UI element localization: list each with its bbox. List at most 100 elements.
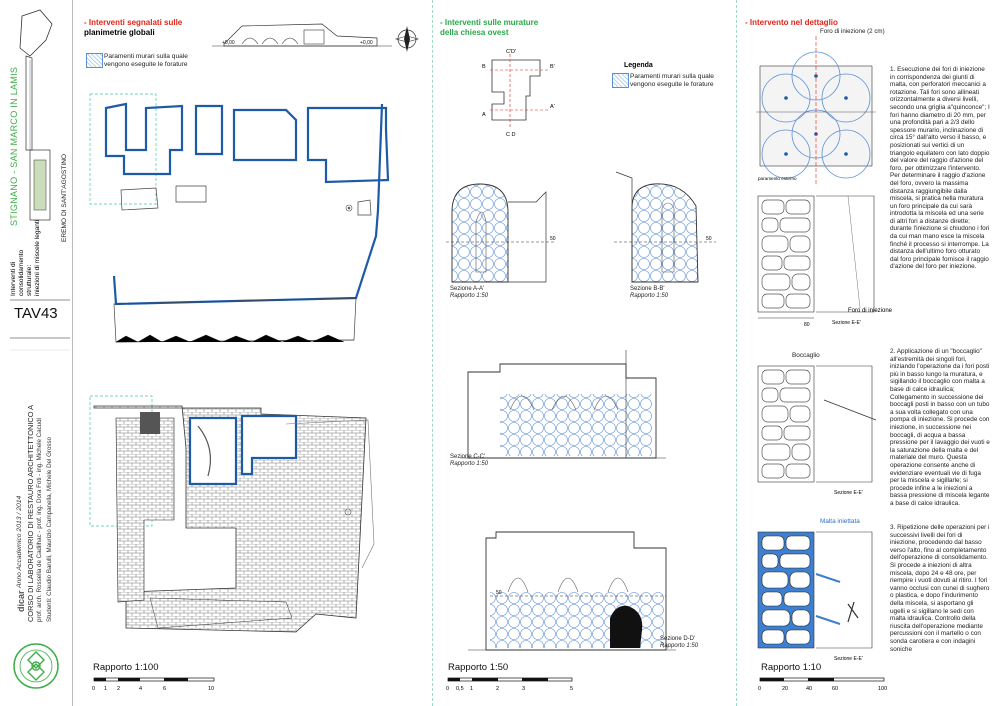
key-b: B (482, 64, 486, 70)
p3-tick-4: 100 (878, 686, 887, 692)
p1-tick-4: 6 (163, 686, 166, 692)
section-key-plan: C'D' B' B A' A C D (482, 49, 555, 138)
academic-year: Anno Accademico 2013 / 2014 (16, 495, 23, 588)
detail-wall-injected: Sezione E-E' (757, 531, 873, 662)
plan-bottom (89, 395, 375, 633)
sidebar-graphics (10, 9, 70, 689)
divider-1 (432, 0, 433, 706)
elev-label-left: +0,00 (222, 40, 235, 46)
p1-tick-3: 4 (139, 686, 142, 692)
caption-section-c: Sezione C-C' Rapporto 1:50 (450, 454, 488, 468)
course-name: CORSO DI LABORATORIO DI RESTAURO ARCHITE… (26, 404, 35, 622)
site-elevation-sketch: +0,00 +0,00 (212, 23, 392, 47)
sheet-code: TAV43 (14, 305, 58, 322)
p3-tick-2: 40 (806, 686, 812, 692)
panel2-legend-swatch (612, 73, 629, 88)
panel2-title: - Interventi sulle murature della chiesa… (440, 18, 538, 38)
panel2-legend-line2: vengono eseguite le forature (630, 80, 714, 88)
key-c-d: C D (506, 132, 516, 138)
section-b-name: Sezione B-B' (630, 286, 665, 292)
note-step-3: 3. Ripetizione delle operazioni per i su… (890, 524, 990, 653)
detail-section-label-2: Sezione E-E' (834, 490, 863, 496)
panel2-scalebar: 0 0,5 1 2 3 5 (446, 677, 573, 692)
key-a-prime: A' (550, 104, 555, 110)
boccaglio-label: Boccaglio (792, 352, 820, 359)
panel2-title-line1: - Interventi sulle murature (440, 18, 539, 27)
divider-2 (736, 0, 737, 706)
section-a-name: Sezione A-A' (450, 286, 485, 292)
panel3-title: - Intervento nel dettaglio (745, 18, 838, 27)
intervention-line-4: iniezioni di miscele leganti (34, 219, 41, 296)
p3-tick-3: 60 (832, 686, 838, 692)
paramento-label-1: paramento esterno (758, 176, 797, 181)
p1-tick-1: 1 (104, 686, 107, 692)
legend-hatch-swatch (86, 53, 103, 68)
panel1-legend-line1: Paramenti murari sulla quale (104, 53, 188, 60)
p2-tick-3: 2 (496, 686, 499, 692)
dicar-logo: dicar (16, 590, 26, 612)
malta-label: Malta iniettata (820, 518, 860, 525)
key-a: A (482, 112, 486, 118)
students: Studenti: Claudio Barulli, Maurizio Camp… (46, 436, 53, 622)
hole-label-2: Foro di iniezione (848, 308, 893, 314)
section-c-scale: Rapporto 1:50 (450, 461, 489, 467)
detail-dim-1: 80 (804, 322, 810, 328)
detail-injection-grid: paramento esterno (756, 36, 876, 184)
detail-section-label-3: Sezione E-E' (834, 656, 863, 662)
sections-a-b: 50 50 (446, 171, 716, 283)
professors: prof. arch. Rossella de Cadilhac - prof.… (36, 418, 43, 622)
panel2-title-line2: della chiesa ovest (440, 28, 509, 37)
detail-wall-section-1: 80 Sezione E-E' Foro di iniezione (757, 195, 893, 328)
panel3-scale: Rapporto 1:10 (761, 662, 822, 673)
p3-tick-0: 0 (758, 686, 761, 692)
site-name: EREMO DI SANT'AGOSTINO (61, 153, 68, 242)
caption-section-d: Sezione D-D' Rapporto 1:50 (660, 636, 698, 650)
p1-tick-0: 0 (92, 686, 95, 692)
sidebar-divider (72, 0, 73, 706)
location-title: STIGNANO - SAN MARCO IN LAMIS (9, 66, 19, 226)
plan-top-zoom-frame (89, 93, 157, 205)
intervention-line-2: consolidamento (18, 249, 25, 296)
section-c-name: Sezione C-C' (450, 454, 486, 460)
dim-label-b: 50 (706, 236, 712, 242)
section-b-scale: Rapporto 1:50 (630, 293, 669, 299)
section-a-scale: Rapporto 1:50 (450, 293, 489, 299)
panel1-title: - Interventi segnalati sulle planimetrie… (84, 18, 182, 38)
panel1-scale: Rapporto 1:100 (93, 662, 159, 673)
panel1-legend-line2: vengono eseguite le forature (104, 60, 188, 68)
panel2-legend-title: Legenda (624, 62, 653, 69)
panel3-scalebar: 0 20 40 60 100 (758, 677, 887, 692)
p2-tick-2: 1 (470, 686, 473, 692)
note-step-1: 1. Esecuzione dei fori di iniezione in c… (890, 66, 990, 271)
panel1-scalebar: 0 1 2 4 6 10 (92, 677, 215, 692)
north-compass-icon (394, 26, 420, 52)
dim-label-a: 50 (550, 236, 556, 242)
dim-label-d: 50 (496, 590, 502, 596)
panel1-legend-text: Paramenti murari sulla quale vengono ese… (104, 53, 188, 68)
intervention-line-3: strutturale: (26, 264, 33, 296)
key-c-d-prime: C'D' (506, 49, 516, 55)
caption-section-a: Sezione A-A' Rapporto 1:50 (450, 286, 488, 300)
p1-tick-5: 10 (208, 686, 214, 692)
plan-top (89, 93, 390, 343)
key-b-prime: B' (550, 64, 555, 70)
p2-tick-0: 0 (446, 686, 449, 692)
panel2-scale: Rapporto 1:50 (448, 662, 509, 673)
panel2-legend-line1: Paramenti murari sulla quale (630, 73, 714, 80)
detail-section-label-1: Sezione E-E' (832, 320, 861, 326)
hole-label: Foro di iniezione (2 cm) (820, 28, 885, 35)
p2-tick-5: 5 (570, 686, 573, 692)
note-step-2: 2. Applicazione di un "boccaglio" all'es… (890, 348, 990, 507)
elev-label-right: +0,00 (360, 40, 373, 46)
detail-wall-section-2: Sezione E-E' (757, 365, 877, 496)
panel2-legend-text: Paramenti murari sulla quale vengono ese… (630, 73, 714, 88)
section-d: 50 (468, 531, 676, 651)
panel1-title-line1: - Interventi segnalati sulle (84, 18, 183, 27)
caption-section-b: Sezione B-B' Rapporto 1:50 (630, 286, 668, 300)
section-d-scale: Rapporto 1:50 (660, 643, 699, 649)
intervention-line-1: Interventi di (10, 261, 17, 296)
p2-tick-4: 3 (522, 686, 525, 692)
p2-tick-1: 0,5 (456, 686, 464, 692)
section-d-name: Sezione D-D' (660, 636, 696, 642)
section-c (460, 350, 666, 459)
